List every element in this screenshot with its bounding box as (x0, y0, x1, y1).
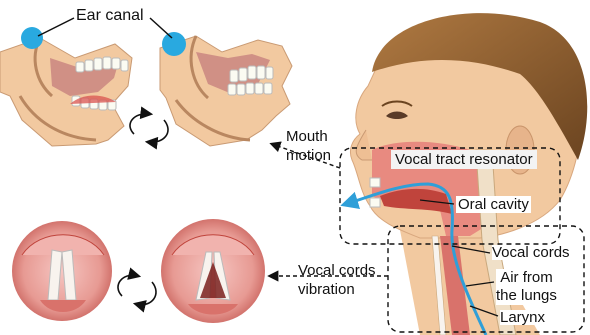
air-from-lungs-label: Air from the lungs (496, 269, 557, 305)
ear-canal-leader-2 (150, 18, 172, 38)
air-label-line2: the lungs (496, 287, 557, 305)
ear-canal-marker (21, 27, 43, 49)
vibration-label-line2: vibration (298, 281, 376, 300)
jaw-open-illustration (0, 27, 132, 146)
mouth-motion-label-line2: motion (286, 147, 331, 166)
oral-cavity-label: Oral cavity (456, 196, 531, 213)
ear-canal-marker-2 (162, 32, 186, 56)
lower-teeth-closed (228, 83, 272, 95)
mouth-motion-label: Mouth motion (286, 128, 331, 166)
air-label-line1: Air from (496, 269, 557, 287)
mouth-motion-label-line1: Mouth (286, 128, 331, 147)
vocal-cords-label: Vocal cords (492, 245, 570, 260)
jaw-closed-illustration (160, 32, 292, 146)
ear-canal-label: Ear canal (76, 8, 144, 24)
vocal-cords-open-view (12, 221, 112, 321)
vocal-cords-vibration-label: Vocal cords vibration (298, 262, 376, 300)
ear-canal-leader-1 (38, 18, 74, 36)
rotate-cycle-icon-lower (118, 275, 156, 304)
rotate-cycle-icon (130, 114, 168, 142)
vibration-label-line1: Vocal cords (298, 262, 376, 281)
vocal-tract-resonator-label: Vocal tract resonator (391, 150, 537, 169)
vocal-cords-closed-view (161, 219, 265, 323)
larynx-label: Larynx (500, 310, 545, 325)
